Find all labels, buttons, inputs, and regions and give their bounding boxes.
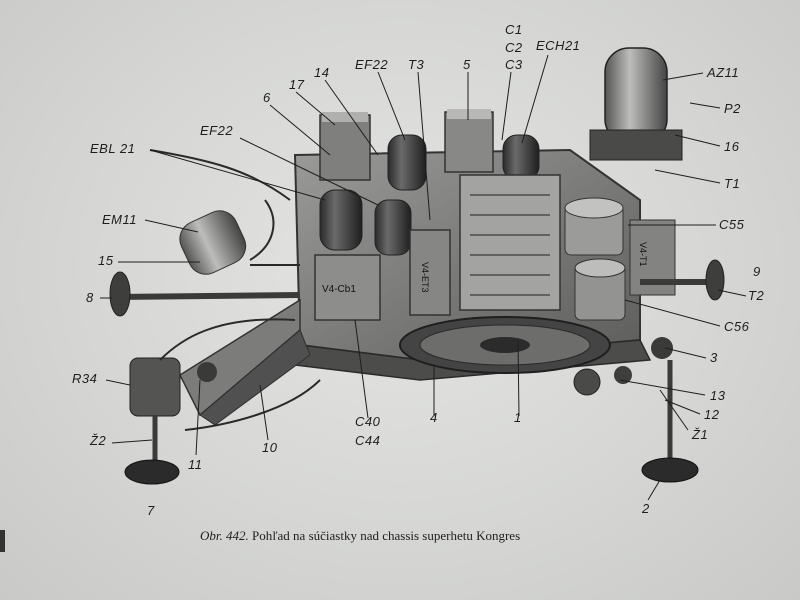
label-ebl21: EBL 21 xyxy=(90,141,136,156)
label-5: 5 xyxy=(463,57,471,72)
label-c1: C1 xyxy=(505,22,523,37)
label-13: 13 xyxy=(710,388,726,403)
figure-caption: Obr. 442. Pohľad na súčiastky nad chassi… xyxy=(200,528,520,544)
label-az11: AZ11 xyxy=(707,65,740,80)
leader-lines xyxy=(100,54,747,501)
label-c3: C3 xyxy=(505,57,523,72)
label-3: 3 xyxy=(710,350,718,365)
label-ef22-left: EF22 xyxy=(200,123,234,138)
label-9: 9 xyxy=(753,264,761,279)
page-edge-mark xyxy=(0,530,5,552)
tuning-capacitor xyxy=(459,174,561,311)
label-10: 10 xyxy=(262,440,278,455)
dial-pulley xyxy=(399,316,611,374)
shafts-and-knobs xyxy=(109,259,725,485)
label-17: 17 xyxy=(289,77,305,92)
can-marking-left: V4-Cb1 xyxy=(322,284,356,295)
label-z1: Ž1 xyxy=(692,427,709,442)
label-c56: C56 xyxy=(724,319,750,334)
label-2: 2 xyxy=(642,501,650,516)
label-1: 1 xyxy=(514,410,522,425)
label-t3: T3 xyxy=(408,57,425,72)
label-r34: R34 xyxy=(72,371,98,386)
label-ef22-top: EF22 xyxy=(355,57,389,72)
label-11: 11 xyxy=(188,457,203,472)
label-t2: T2 xyxy=(748,288,765,303)
label-t1: T1 xyxy=(724,176,741,191)
figure-number: Obr. 442. xyxy=(200,528,249,543)
label-em11: EM11 xyxy=(102,212,137,227)
label-15: 15 xyxy=(98,253,114,268)
label-c40: C40 xyxy=(355,414,381,429)
wiring xyxy=(149,149,321,431)
label-z2: Ž2 xyxy=(90,433,107,448)
label-c2: C2 xyxy=(505,40,523,55)
label-7: 7 xyxy=(147,503,155,518)
if-transformer-cans xyxy=(319,109,494,181)
vacuum-tubes xyxy=(179,47,683,275)
label-14: 14 xyxy=(314,65,330,80)
label-12: 12 xyxy=(704,407,720,422)
label-4: 4 xyxy=(430,410,438,425)
label-16: 16 xyxy=(724,139,740,154)
electrolytic-capacitors xyxy=(564,197,676,321)
label-c44: C44 xyxy=(355,433,381,448)
can-marking-mid: V4-ET3 xyxy=(420,262,430,293)
label-c55: C55 xyxy=(719,217,745,232)
label-6: 6 xyxy=(263,90,271,105)
label-8: 8 xyxy=(86,290,94,305)
label-ech21: ECH21 xyxy=(536,38,581,53)
label-p2: P2 xyxy=(724,101,741,116)
can-marking-right: V4-T1 xyxy=(638,242,648,267)
shield-cans-marked xyxy=(314,229,451,321)
figure-caption-text: Pohľad na súčiastky nad chassis superhet… xyxy=(252,528,521,543)
